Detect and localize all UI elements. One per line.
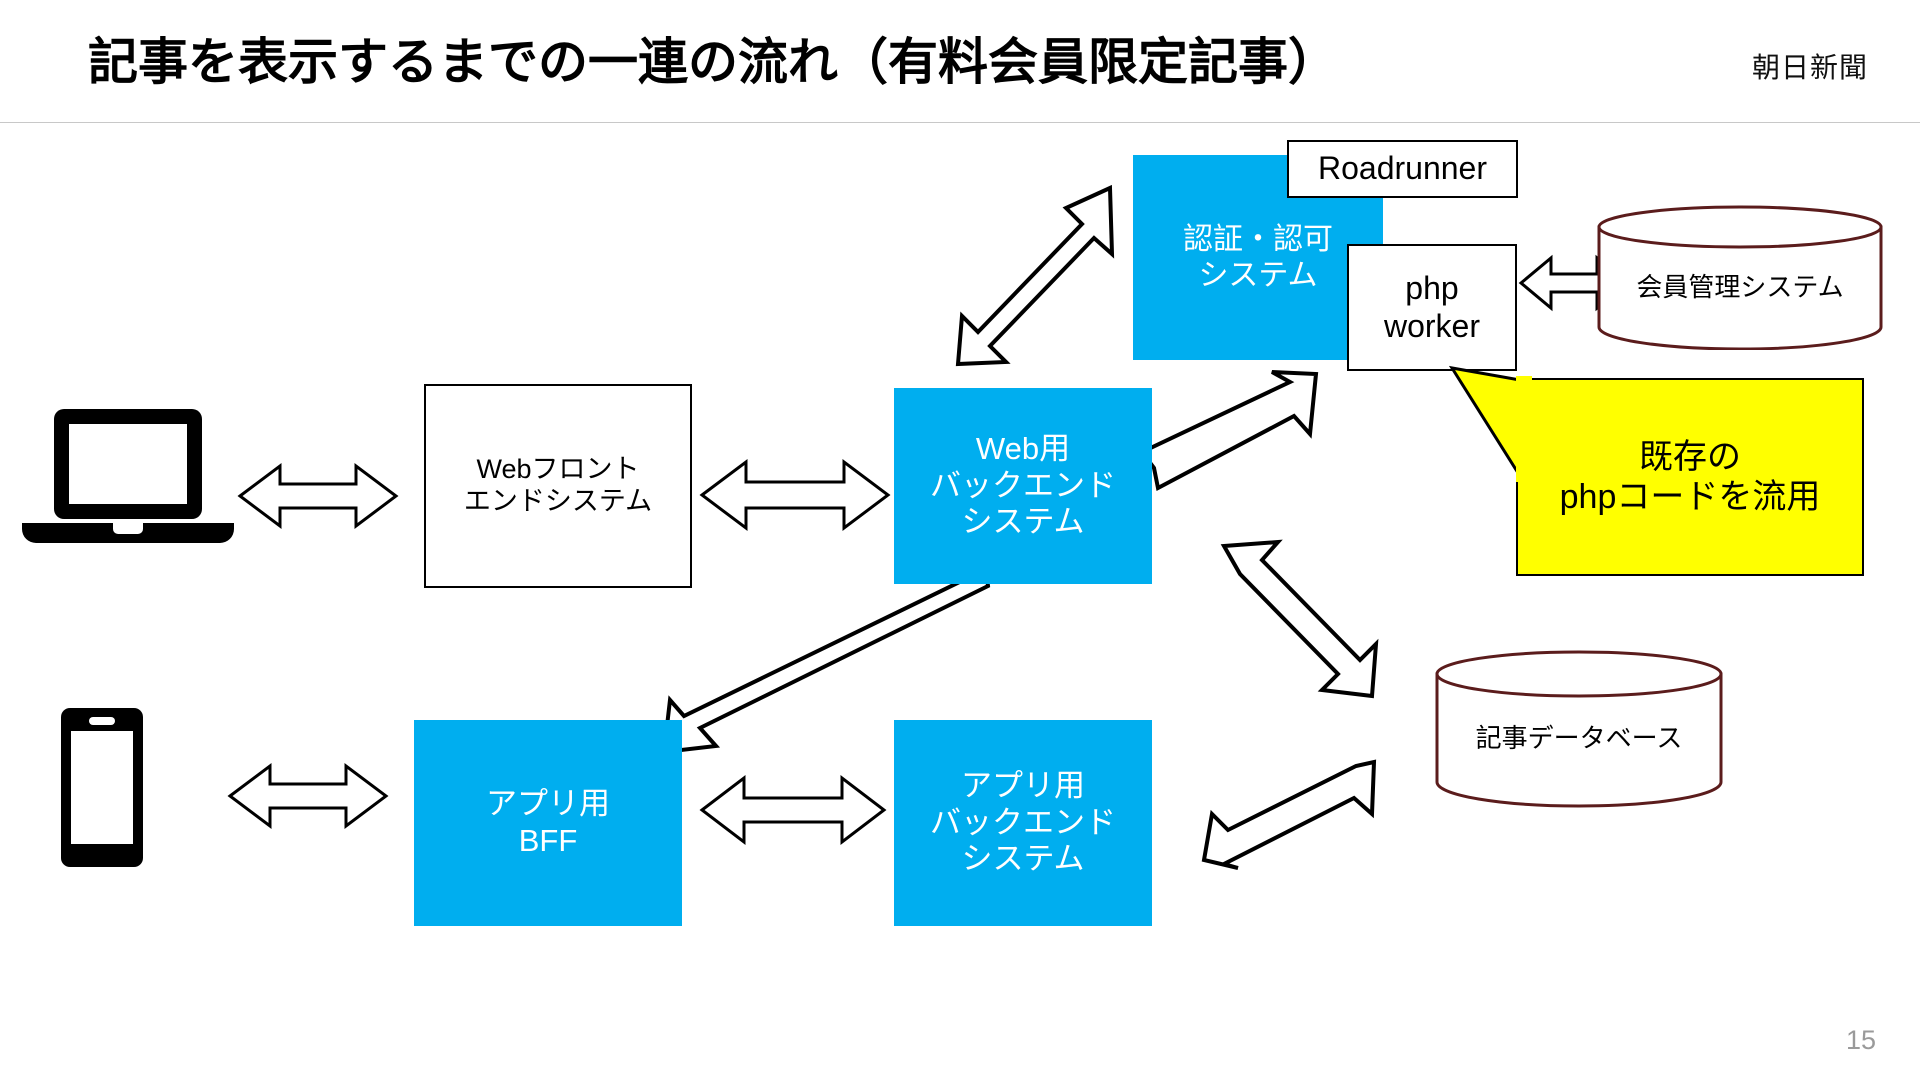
- arrow-webbackend-to-phpworker: [1138, 370, 1320, 492]
- node-app-bff[interactable]: アプリ用 BFF: [414, 720, 682, 926]
- node-web-frontend-label: Webフロント エンドシステム: [463, 454, 653, 516]
- callout-existing-php-code-label: 既存の phpコードを流用: [1559, 437, 1821, 516]
- node-web-frontend-system[interactable]: Webフロント エンドシステム: [424, 384, 692, 588]
- arrow-webbackend-to-auth: [955, 180, 1118, 370]
- callout-tail: [1448, 365, 1532, 488]
- arrow-appbackend-to-articledb: [1201, 759, 1382, 870]
- arrow-webfrontend-to-webbackend: [699, 456, 891, 534]
- laptop-icon: [18, 405, 238, 545]
- node-auth-system[interactable]: 認証・認可 システム: [1133, 155, 1383, 360]
- node-app-bff-label: アプリ用 BFF: [486, 786, 610, 858]
- node-php-worker-label: php worker: [1383, 269, 1480, 344]
- smartphone-icon: [57, 705, 147, 870]
- arrow-laptop-to-webfrontend: [237, 460, 399, 532]
- page-title: 記事を表示するまでの一連の流れ（有料会員限定記事）: [88, 34, 1338, 90]
- arrow-smartphone-to-appbff: [227, 760, 389, 832]
- db-article-database[interactable]: 記事データベース: [1434, 650, 1724, 810]
- node-web-backend-label: Web用 バックエンド システム: [930, 431, 1116, 540]
- callout-existing-php-code[interactable]: 既存の phpコードを流用: [1516, 378, 1864, 576]
- node-web-backend-system[interactable]: Web用 バックエンド システム: [894, 388, 1152, 584]
- node-roadrunner-label: Roadrunner: [1318, 150, 1487, 187]
- node-roadrunner[interactable]: Roadrunner: [1287, 140, 1518, 198]
- node-php-worker[interactable]: php worker: [1347, 244, 1517, 371]
- node-app-backend-system[interactable]: アプリ用 バックエンド システム: [894, 720, 1152, 926]
- db-member-management-system[interactable]: 会員管理システム: [1596, 205, 1884, 350]
- arrow-appbff-to-appbackend: [699, 772, 887, 848]
- page-number: 15: [1845, 1025, 1876, 1055]
- brand-logo-text: 朝日新聞: [1751, 51, 1868, 84]
- arrow-webbackend-to-articledb: [1218, 539, 1379, 700]
- node-auth-system-label: 認証・認可 システム: [1183, 223, 1333, 292]
- header-divider: [0, 122, 1920, 123]
- db-article-database-label: 記事データベース: [1475, 723, 1683, 753]
- node-app-backend-label: アプリ用 バックエンド システム: [930, 768, 1116, 877]
- db-member-management-label: 会員管理システム: [1636, 272, 1844, 302]
